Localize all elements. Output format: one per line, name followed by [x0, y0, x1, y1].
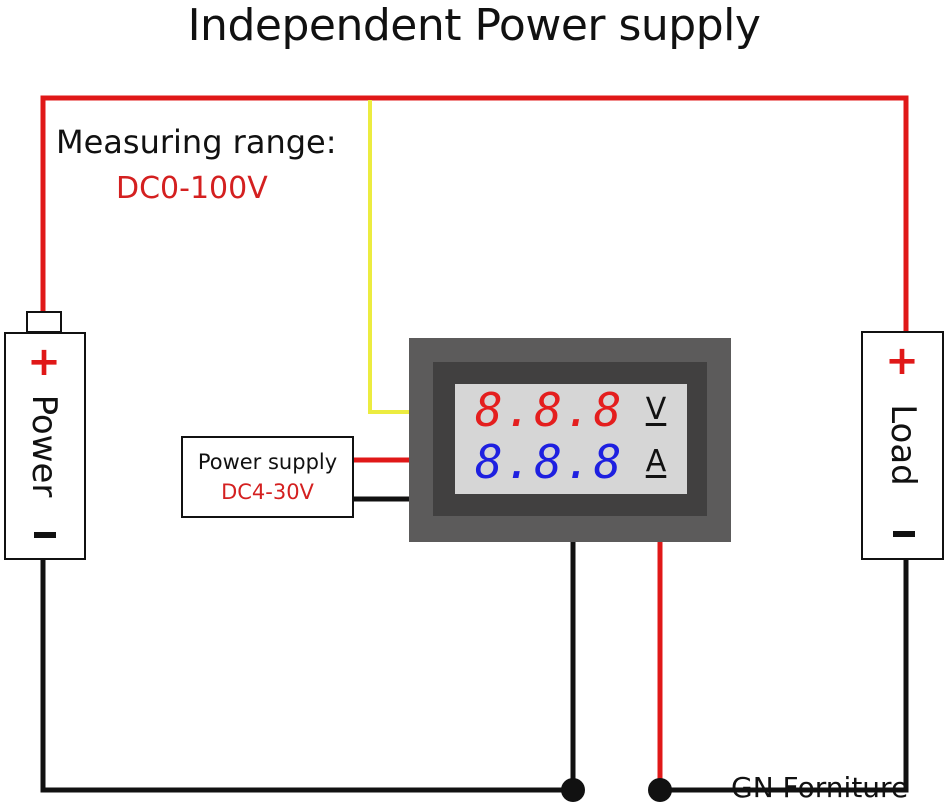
- voltage-reading: 8.8.8: [475, 383, 624, 437]
- junction-dot-shunt: [648, 778, 672, 802]
- negative-wire-load: [660, 560, 909, 793]
- voltage-unit: V: [645, 392, 667, 427]
- watermark: GN Forniture: [731, 771, 909, 804]
- battery-terminal-cap: [26, 311, 62, 333]
- voltage-sense-wire: [368, 100, 409, 414]
- measuring-range-label: Measuring range:: [56, 123, 337, 161]
- current-reading: 8.8.8: [475, 435, 624, 489]
- meter-power-supply: Power supply DC4-30V: [181, 436, 354, 518]
- power-source: + Power: [4, 332, 86, 560]
- plus-icon: +: [27, 339, 61, 385]
- meter-display: 8.8.8 V 8.8.8 A: [455, 384, 687, 494]
- positive-wire-top: [40, 95, 909, 331]
- meter-power-supply-value: DC4-30V: [221, 480, 314, 504]
- load: + Load: [861, 331, 944, 560]
- meter-power-supply-label: Power supply: [197, 450, 338, 474]
- negative-wire-power: [40, 560, 573, 793]
- power-source-label: Power: [24, 394, 64, 498]
- plus-icon: +: [885, 338, 919, 384]
- minus-icon: [893, 531, 915, 537]
- measuring-range-value: DC0-100V: [116, 171, 268, 206]
- minus-icon: [34, 532, 56, 538]
- load-label: Load: [883, 404, 923, 486]
- current-unit: A: [645, 444, 667, 479]
- volt-amp-meter: 8.8.8 V 8.8.8 A: [409, 338, 731, 542]
- meter-bezel: 8.8.8 V 8.8.8 A: [433, 362, 707, 516]
- junction-dot-negative: [561, 778, 585, 802]
- diagram-title: Independent Power supply: [187, 0, 761, 51]
